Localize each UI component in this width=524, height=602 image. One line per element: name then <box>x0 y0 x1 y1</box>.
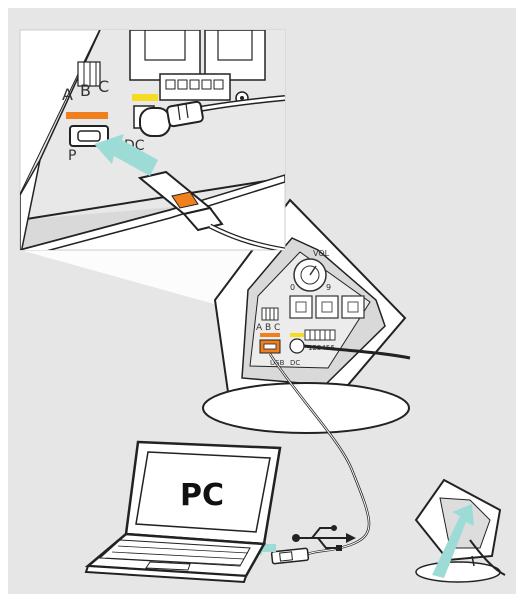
laptop: PC <box>86 442 280 582</box>
switch-label-a: A <box>62 85 73 104</box>
abc-switch-label: A B C <box>256 323 280 333</box>
dial-label: VOL <box>313 249 330 258</box>
dial-min-label: 0 <box>290 283 295 292</box>
small-device-thumbnail <box>416 480 505 582</box>
switch-label-c: C <box>98 77 109 96</box>
port-label-p: P <box>68 148 76 164</box>
switch-label-b: B <box>80 81 91 100</box>
device-base <box>203 383 409 433</box>
dial-max-label: 9 <box>326 283 331 292</box>
zoom-callout: A B C P DC <box>20 30 285 258</box>
laptop-screen-text: PC <box>180 478 224 513</box>
dc-port-label: DC <box>290 359 300 367</box>
device-phone-ports <box>290 296 364 318</box>
usb-plug-laptop <box>271 548 308 564</box>
